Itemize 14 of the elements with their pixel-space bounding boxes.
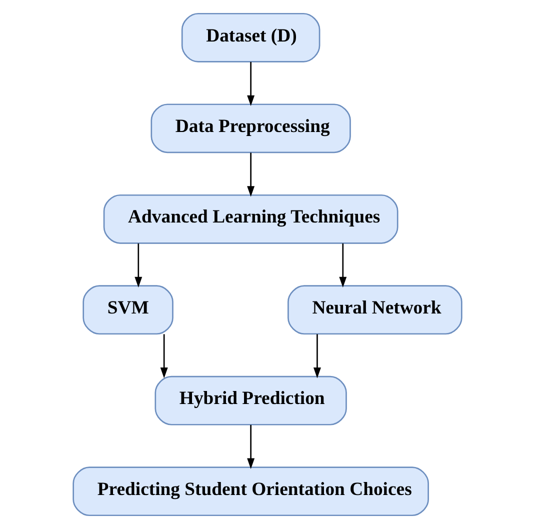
arrow — [134, 243, 142, 288]
arrow — [160, 334, 168, 378]
node-box: Predicting Student Orientation Choices — [72, 466, 428, 516]
node-box: Dataset (D) — [180, 12, 320, 62]
node-box: Neural Network — [287, 285, 462, 335]
arrow — [246, 62, 254, 106]
node-box: Hybrid Prediction — [154, 376, 346, 426]
arrow — [312, 334, 320, 378]
arrow — [338, 243, 346, 288]
arrow — [246, 152, 254, 197]
node-box: Advanced Learning Techniques — [102, 194, 398, 244]
node-box: Data Preprocessing — [150, 104, 350, 154]
arrow — [246, 424, 254, 469]
node-box: SVM — [82, 285, 173, 335]
